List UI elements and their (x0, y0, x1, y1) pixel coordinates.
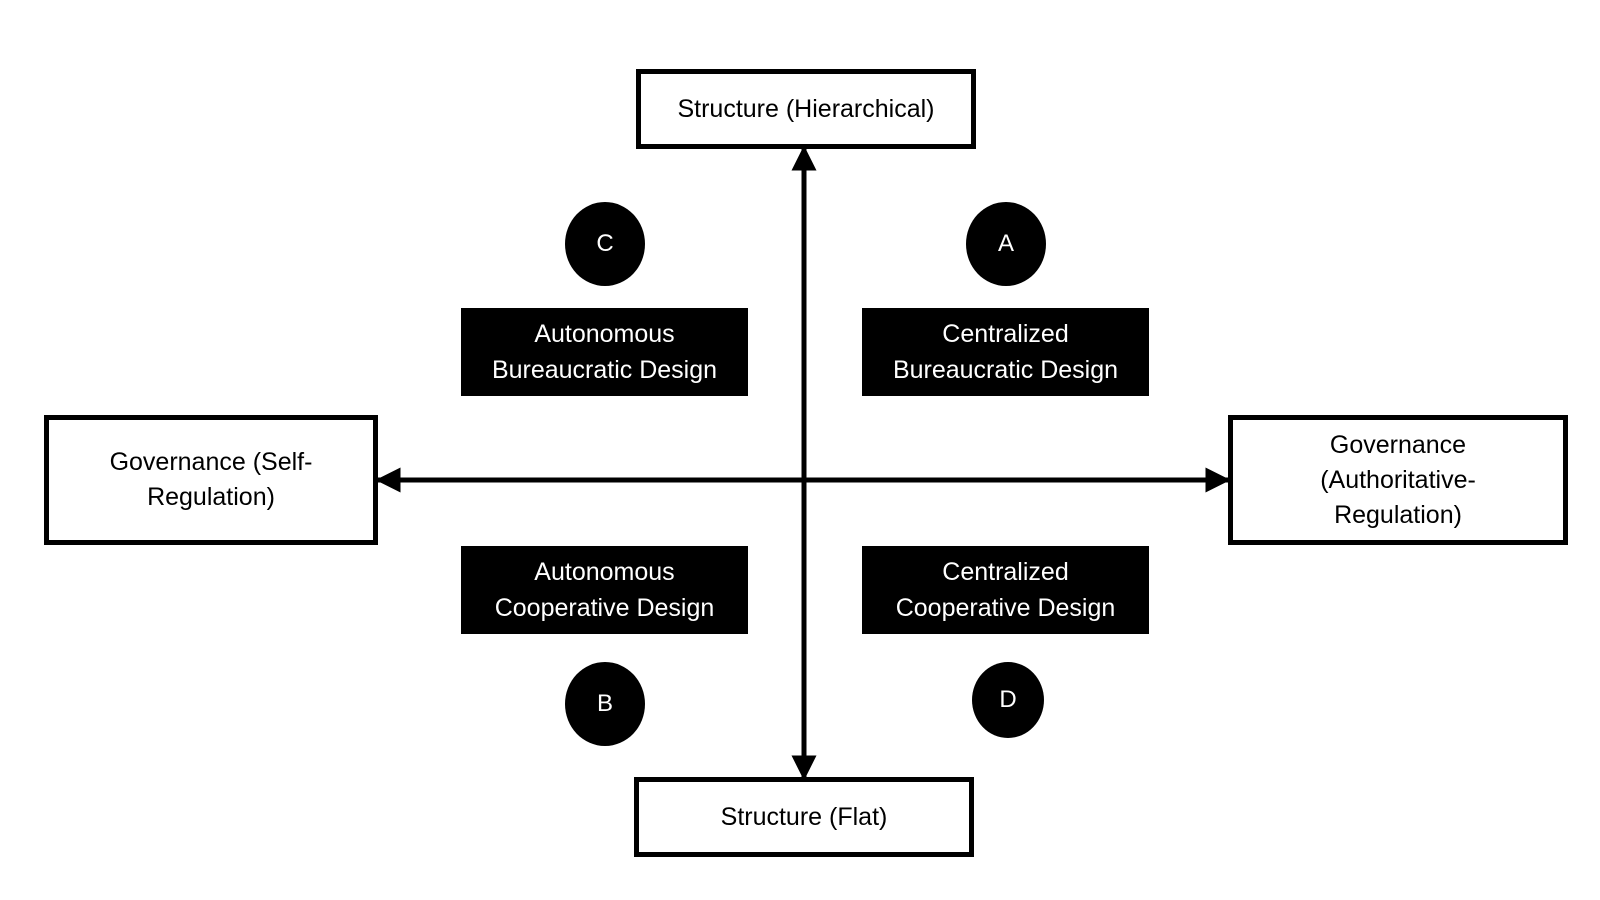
autonomous-cooperative-design-box: Autonomous Cooperative Design (461, 546, 748, 634)
quadrant-marker-d: D (972, 662, 1044, 738)
structure-flat-label: Structure (Flat) (634, 777, 974, 857)
quadrant-marker-a: A (966, 202, 1046, 286)
quadrant-marker-c: C (565, 202, 645, 286)
centralized-cooperative-design-box: Centralized Cooperative Design (862, 546, 1149, 634)
centralized-bureaucratic-design-box: Centralized Bureaucratic Design (862, 308, 1149, 396)
governance-authoritative-regulation-label: Governance (Authoritative- Regulation) (1228, 415, 1568, 545)
structure-hierarchical-label: Structure (Hierarchical) (636, 69, 976, 149)
governance-self-regulation-label: Governance (Self- Regulation) (44, 415, 378, 545)
quadrant-marker-b: B (565, 662, 645, 746)
autonomous-bureaucratic-design-box: Autonomous Bureaucratic Design (461, 308, 748, 396)
